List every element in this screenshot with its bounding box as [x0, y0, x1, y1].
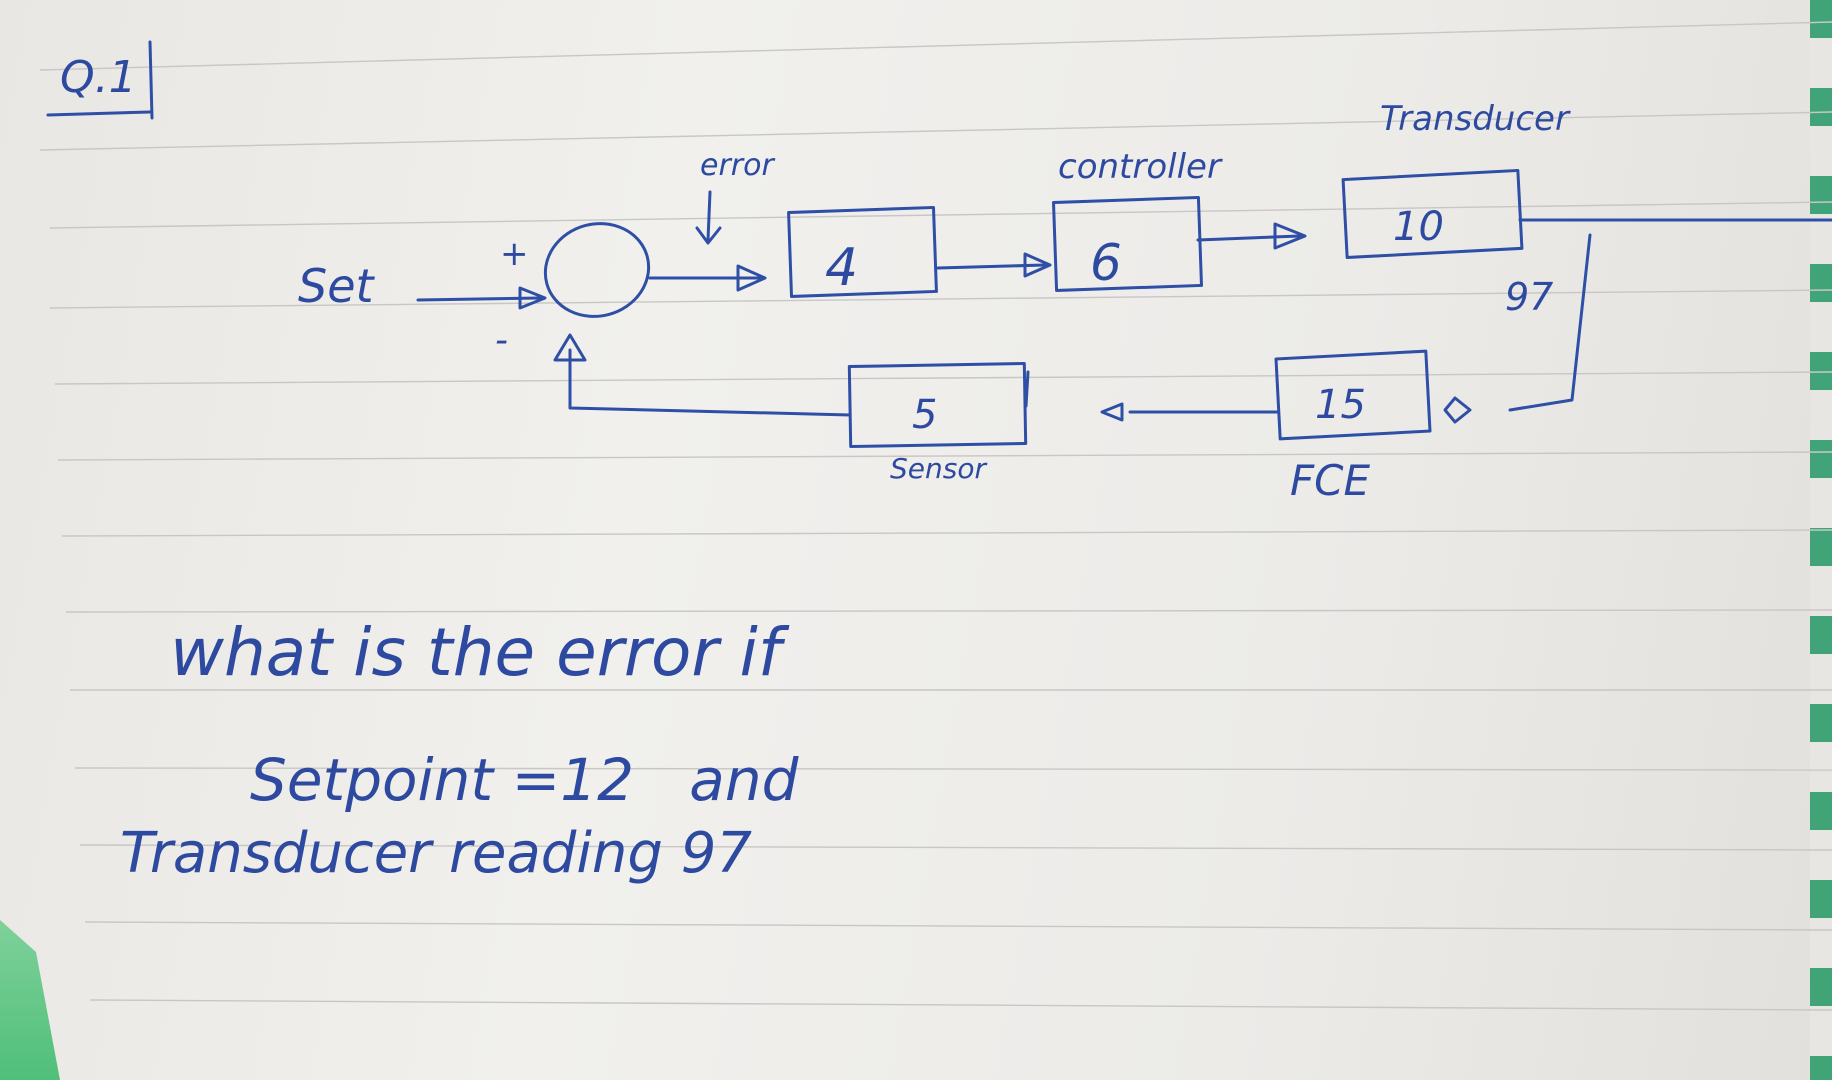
arrow-icon	[1443, 396, 1472, 424]
svg-text:Q.1: Q.1	[60, 52, 137, 103]
sensor-block-box	[847, 361, 1028, 449]
error-label: error	[700, 148, 775, 183]
question-line-1: what is the error if	[170, 614, 790, 691]
transducer-block-value: 10	[1393, 204, 1444, 250]
question-line-2: Setpoint =12 and	[250, 746, 800, 814]
controller-label: controller	[1058, 147, 1223, 187]
error-pointer-line	[706, 190, 712, 242]
fce-label: FCE	[1290, 456, 1370, 505]
feedback-line-right	[1508, 233, 1592, 412]
arrow-icon	[518, 286, 547, 310]
output-reading: 97	[1505, 275, 1553, 319]
set-label: Set	[298, 259, 376, 313]
fce-block-value: 15	[1315, 382, 1366, 428]
feedback-line-left	[568, 348, 852, 417]
arrow-icon	[1023, 252, 1052, 278]
controller-block-box	[1052, 195, 1203, 292]
fce-block-box	[1274, 349, 1432, 441]
ruled-lines	[39, 21, 1832, 1011]
sensor-box-tick	[1024, 370, 1030, 408]
transducer-block-box	[1341, 168, 1524, 259]
error-block-box	[787, 205, 938, 298]
arrow-icon	[736, 264, 767, 292]
notebook-edge-strip	[1810, 0, 1832, 1080]
sensor-label: Sensor	[890, 452, 987, 485]
arrow-icon	[1100, 402, 1124, 422]
down-arrow-icon	[695, 226, 722, 245]
error-block-value: 4	[825, 238, 858, 298]
arrow-icon	[553, 333, 587, 362]
arrow-icon	[1273, 222, 1307, 250]
error-to-controller-line	[936, 263, 1047, 270]
question-line-3: Transducer reading 97	[120, 821, 752, 886]
minus-sign: -	[495, 320, 508, 361]
question-label: Q.1	[46, 40, 154, 120]
summing-junction	[543, 222, 651, 318]
plus-sign: +	[500, 234, 529, 274]
controller-block-value: 6	[1090, 234, 1122, 292]
controller-to-transducer-line	[1196, 234, 1302, 242]
sensor-block-value: 5	[912, 392, 937, 438]
transducer-label: Transducer	[1380, 99, 1571, 139]
setpoint-input-line	[416, 296, 542, 302]
